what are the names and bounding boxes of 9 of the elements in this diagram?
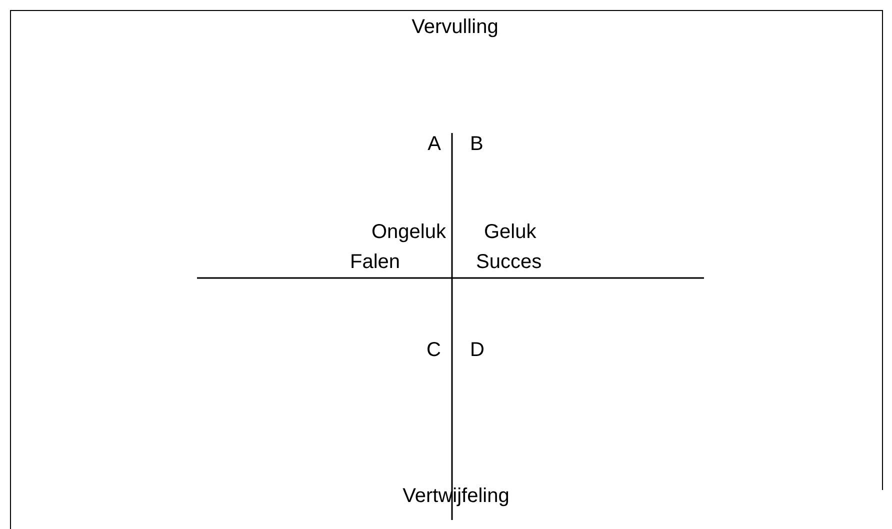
axis-label: Succes — [476, 250, 542, 274]
axis-label: C — [426, 338, 441, 362]
axis-label: B — [470, 132, 484, 156]
axis-label: Ongeluk — [372, 220, 446, 244]
axis-label: D — [470, 338, 484, 362]
axis-label: Vervulling — [412, 15, 498, 39]
axis-label: Falen — [350, 250, 400, 274]
axis-label: A — [428, 132, 441, 156]
axis-label: Geluk — [484, 220, 536, 244]
